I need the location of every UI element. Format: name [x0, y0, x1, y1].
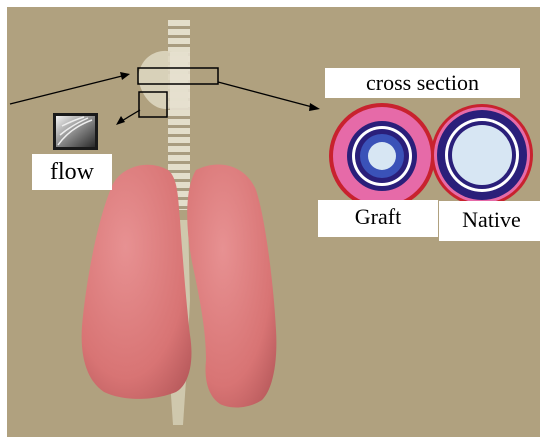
cross-section-label: cross section	[325, 68, 520, 98]
native-cross-section	[431, 104, 533, 206]
native-label: Native	[439, 201, 544, 241]
graft-label: Graft	[318, 200, 438, 237]
flow-label: flow	[32, 154, 112, 190]
flow-image	[53, 113, 98, 150]
graft-cross-section	[329, 103, 435, 209]
